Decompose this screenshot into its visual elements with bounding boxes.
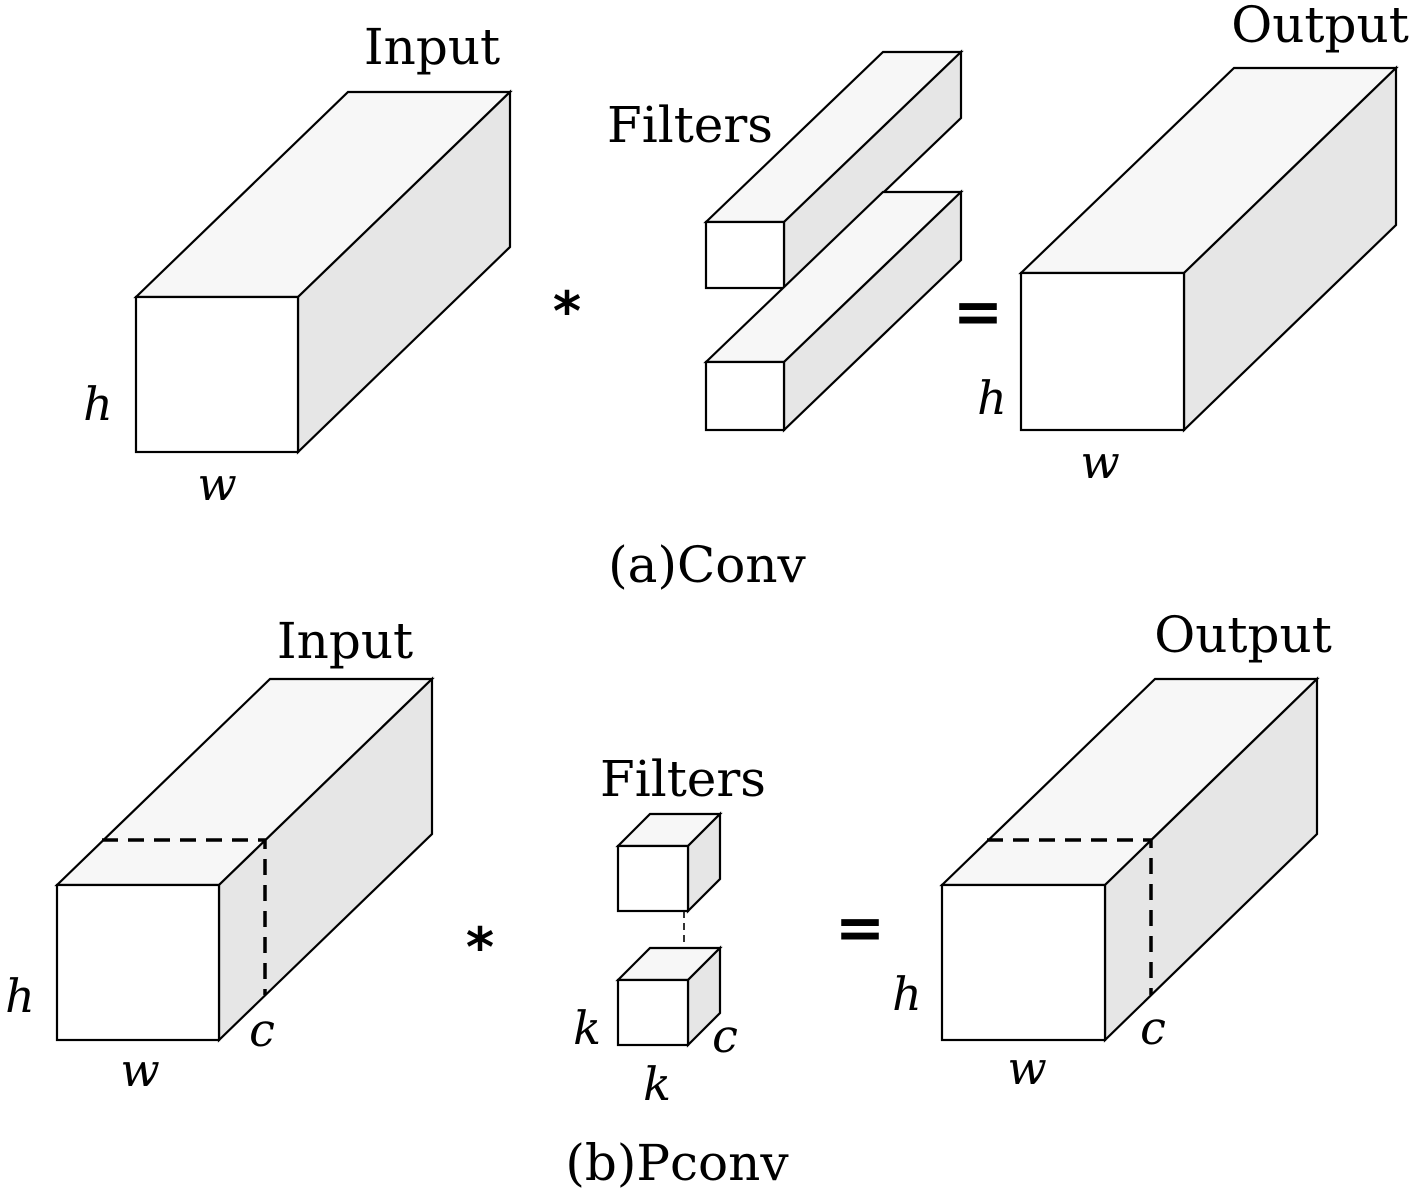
conv-output-front-face — [1019, 271, 1186, 432]
conv-output-h-label: h — [977, 371, 1007, 425]
pconv-filter-2-front-face — [616, 978, 690, 1047]
pconv-filter-k-side-label: k — [573, 1001, 601, 1055]
pconv-section: Input h w c * Filters k k c = O — [5, 606, 1332, 1192]
pconv-filter-c-label: c — [712, 1009, 738, 1063]
pconv-output-block — [939, 676, 1320, 1043]
pconv-output-h-label: h — [892, 967, 922, 1021]
pconv-input-block — [54, 676, 435, 1043]
pconv-filter-1 — [615, 811, 723, 914]
conv-filter-1-front-face — [704, 220, 786, 290]
pconv-input-h-label: h — [5, 969, 35, 1023]
conv-filter-2 — [703, 189, 964, 433]
pconv-output-front-face — [940, 883, 1107, 1042]
conv-filters-label: Filters — [607, 96, 773, 154]
conv-output-w-label: w — [1080, 435, 1119, 489]
pconv-input-label: Input — [277, 612, 413, 670]
pconv-input-c-label: c — [249, 1003, 275, 1057]
conv-filter-2-front-face — [704, 360, 786, 432]
conv-input-w-label: w — [197, 457, 236, 511]
pconv-filter-1-front-face — [616, 844, 690, 913]
pconv-filters-label: Filters — [600, 750, 766, 808]
conv-input-front-face — [134, 295, 300, 454]
conv-input-h-label: h — [83, 377, 113, 431]
pconv-filter-2 — [615, 945, 723, 1048]
conv-filter-1 — [703, 49, 964, 291]
pconv-output-w-label: w — [1007, 1041, 1046, 1095]
conv-input-block — [133, 89, 513, 455]
conv-output-block — [1018, 65, 1399, 433]
conv-input-label: Input — [364, 18, 500, 76]
pconv-filter-k-bottom-label: k — [643, 1057, 671, 1111]
conv-output-label: Output — [1231, 0, 1409, 54]
conv-caption: (a)Conv — [608, 536, 806, 594]
conv-multiply-symbol: * — [553, 280, 581, 343]
pconv-input-partial-dashed-outline — [102, 838, 267, 995]
pconv-multiply-symbol: * — [466, 916, 494, 979]
pconv-caption: (b)Pconv — [565, 1134, 789, 1192]
pconv-input-front-face — [55, 883, 221, 1042]
pconv-input-w-label: w — [120, 1043, 159, 1097]
conv-section: Input h w * Filters = Output h w (a) — [83, 0, 1409, 594]
pconv-output-partial-dashed-outline — [987, 838, 1153, 995]
pconv-equals-symbol: = — [835, 893, 885, 963]
pconv-output-c-label: c — [1140, 1001, 1166, 1055]
conv-equals-symbol: = — [953, 277, 1003, 347]
pconv-output-label: Output — [1154, 606, 1332, 664]
